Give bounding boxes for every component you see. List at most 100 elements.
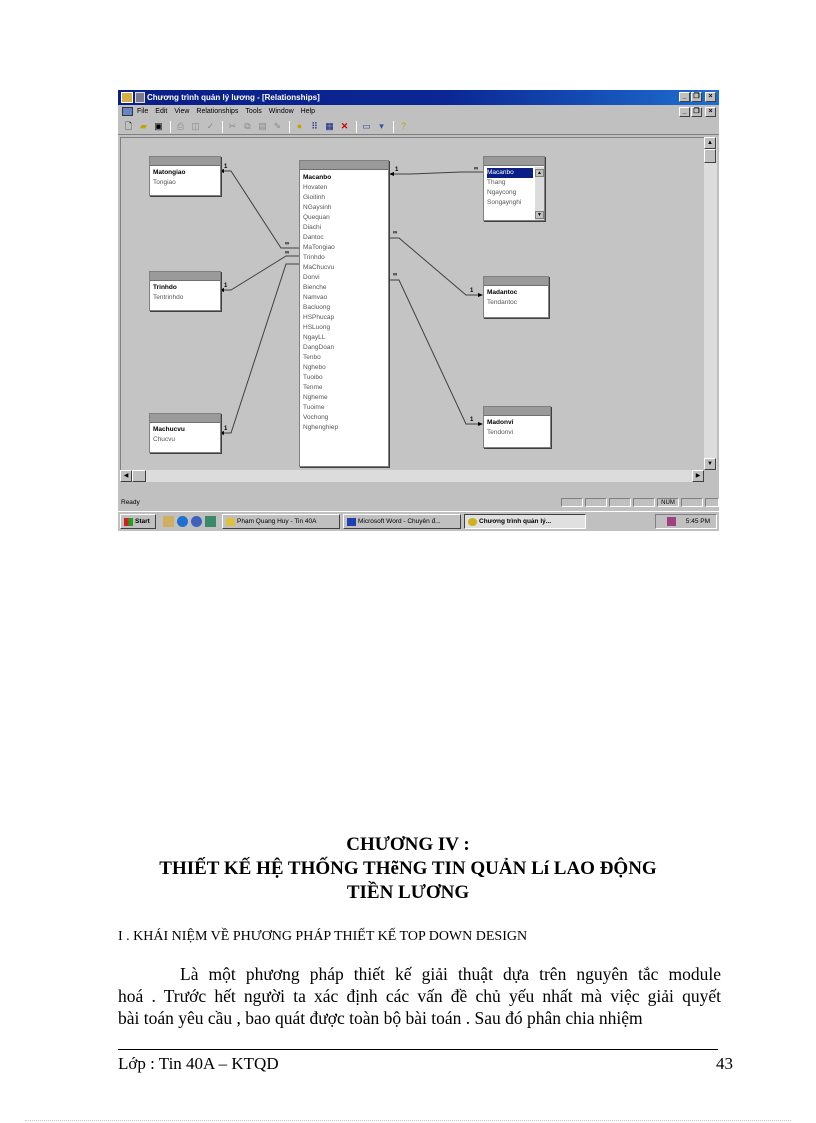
field[interactable]: Namvao [303,294,328,301]
scroll-thumb[interactable] [704,149,716,163]
relationships-canvas[interactable]: 1 1 1 ∞ ∞ 1 ∞ ∞ ∞ 1 1 [120,137,704,470]
field[interactable]: Nghenghiep [303,424,339,431]
table-chucvu[interactable]: Machucvu Chucvu [149,413,221,453]
new-object-icon[interactable]: ▾ [379,121,384,131]
menu-tools[interactable]: Tools [245,108,262,115]
field[interactable]: HSLuong [303,324,331,331]
help-icon[interactable]: ? [400,121,406,131]
tray-icon[interactable] [666,517,676,526]
database-window-icon[interactable]: ▭ [362,121,371,131]
open-icon[interactable]: ▰ [140,121,147,131]
table-chamcong[interactable]: Macanbo Thang Ngaycong Songaynghi ▲ ▼ [483,156,545,221]
table-donvi[interactable]: Madonvi Tendonvi [483,406,551,448]
table-tongiao[interactable]: Matongiao Tongiao [149,156,221,196]
field[interactable]: Quequan [303,214,330,221]
menu-window[interactable]: Window [268,108,294,115]
restore-button[interactable]: ❐ [691,92,702,102]
table-title-bar[interactable] [150,272,220,281]
field[interactable]: Ngheme [303,394,328,401]
field[interactable]: Madantoc [487,289,518,296]
table-title-bar[interactable] [484,157,544,166]
field[interactable]: Madonvi [487,419,514,426]
field[interactable]: Macanbo [303,174,332,181]
table-title-bar[interactable] [150,414,220,423]
show-table-icon[interactable]: ● [296,121,303,131]
table-title-bar[interactable] [484,407,550,416]
doc-close-button[interactable]: × [705,107,716,117]
horizontal-scrollbar[interactable]: ◀ ▶ [120,470,704,482]
field[interactable]: Tuoime [303,404,325,411]
doc-restore-button[interactable]: ❐ [691,107,702,117]
scroll-up-icon[interactable]: ▲ [704,137,716,149]
desktop-icon[interactable] [163,516,174,527]
field[interactable]: Thang [487,179,506,186]
field[interactable]: DangDoan [303,344,335,351]
field[interactable]: Trinhdo [303,254,325,261]
menu-file[interactable]: File [137,108,149,115]
new-icon[interactable]: 🗋 [124,121,133,131]
field[interactable]: Diachi [303,224,322,231]
field[interactable]: Matongiao [153,169,186,176]
menu-view[interactable]: View [174,108,190,115]
field[interactable]: MaTongiao [303,244,335,251]
outlook-icon[interactable] [191,516,202,527]
field[interactable]: Bacluong [303,304,331,311]
table-title-bar[interactable] [484,277,548,286]
field[interactable]: Tuoibo [303,374,323,381]
cut-icon[interactable]: ✂ [228,121,237,131]
field[interactable]: Donvi [303,274,320,281]
field[interactable]: Trinhdo [153,284,177,291]
close-button[interactable]: × [705,92,716,102]
table-canbo[interactable]: Macanbo Hovaten Gioitinh NGaysinh Quequa… [299,160,389,467]
spelling-icon[interactable]: ✓ [206,121,215,131]
show-all-icon[interactable]: ▦ [325,121,334,131]
start-button[interactable]: Start [120,514,156,529]
field[interactable]: Ngaycong [487,189,517,196]
print-icon[interactable]: ⎙ [176,121,185,131]
table-title-bar[interactable] [300,161,388,170]
field[interactable]: Machucvu [153,426,185,433]
show-direct-icon[interactable]: ⠿ [311,121,318,131]
table-dantoc[interactable]: Madantoc Tendantoc [483,276,549,318]
copy-icon[interactable]: ⧉ [244,121,251,131]
menu-help[interactable]: Help [300,108,316,115]
table-title-bar[interactable] [150,157,220,166]
field[interactable]: HSPhucap [303,314,335,321]
menu-edit[interactable]: Edit [155,108,168,115]
field[interactable]: Dantoc [303,234,324,241]
paste-icon[interactable]: ▤ [258,121,267,131]
channels-icon[interactable] [205,516,216,527]
field[interactable]: Bienche [303,284,327,291]
field[interactable]: Tentrinhdo [153,294,184,301]
task-folder[interactable]: Phạm Quang Huy - Tin 40A [222,514,340,529]
field[interactable]: Tendantoc [487,299,517,306]
menu-relationships[interactable]: Relationships [196,108,239,115]
document-window-icon[interactable] [122,107,133,116]
save-icon[interactable]: ▣ [154,121,163,131]
field[interactable]: Nghebo [303,364,326,371]
vertical-scrollbar[interactable]: ▲ ▼ [704,137,717,470]
scroll-right-icon[interactable]: ▶ [692,470,704,482]
field-selected[interactable]: Macanbo [487,168,533,178]
field[interactable]: Tenbo [303,354,321,361]
field[interactable]: Gioitinh [303,194,326,201]
field[interactable]: Vochong [303,414,329,421]
scroll-up-icon[interactable]: ▲ [535,169,544,177]
field[interactable]: Hovaten [303,184,328,191]
print-preview-icon[interactable]: ◫ [191,121,200,131]
field[interactable]: Chucvu [153,436,176,443]
ie-icon[interactable] [177,516,188,527]
field[interactable]: Songaynghi [487,199,522,206]
scroll-down-icon[interactable]: ▼ [704,458,716,470]
scroll-left-icon[interactable]: ◀ [120,470,132,482]
table-trinhdo[interactable]: Trinhdo Tentrinhdo [149,271,221,311]
minimize-button[interactable]: _ [679,92,690,102]
task-access[interactable]: Chương trình quản lý... [464,514,586,529]
field[interactable]: Tongiao [153,179,176,186]
table-scrollbar[interactable]: ▲ ▼ [535,167,544,220]
field[interactable]: NGaysinh [303,204,332,211]
scroll-down-icon[interactable]: ▼ [535,211,544,219]
field[interactable]: Tenme [303,384,323,391]
field[interactable]: NgayLL [303,334,326,341]
delete-icon[interactable]: ✕ [340,121,349,131]
